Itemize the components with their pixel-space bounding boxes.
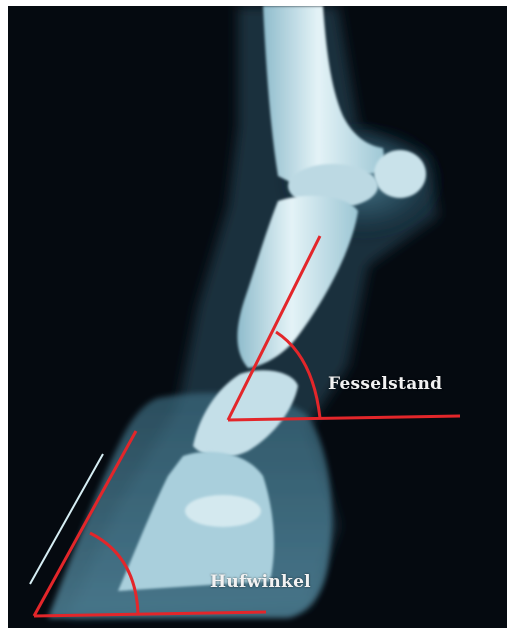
navicular-bone (185, 495, 261, 527)
hoof-angle-label: Hufwinkel (210, 572, 311, 592)
sesamoid-bone (374, 150, 426, 198)
cannon-bone (263, 6, 386, 186)
pastern-angle-label: Fesselstand (328, 374, 442, 394)
xray-image: Fesselstand Hufwinkel (8, 6, 507, 628)
xray-illustration (8, 6, 507, 628)
